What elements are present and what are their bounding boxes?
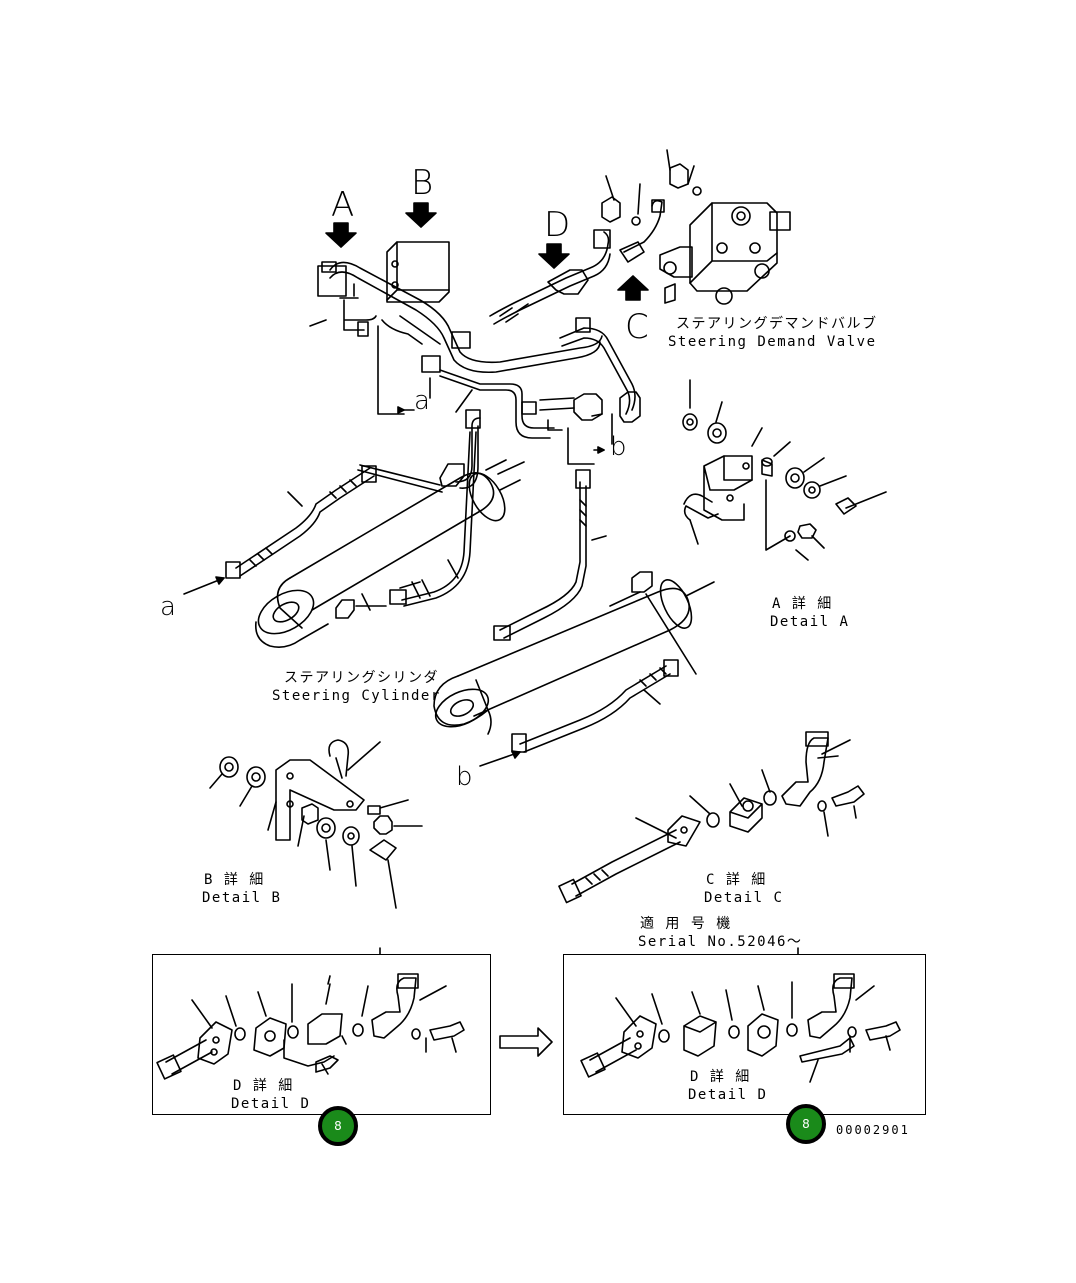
view-arrow-b xyxy=(405,202,437,228)
detail-a-label-en: Detail A xyxy=(770,614,850,630)
view-arrow-c xyxy=(617,275,649,301)
detail-a-label-jp: A 詳 細 xyxy=(772,596,833,612)
pipe-mark-a-top: a xyxy=(414,386,430,416)
detail-b-parts xyxy=(209,739,423,909)
detail-d-right-label-en: Detail D xyxy=(688,1087,768,1103)
detail-c-parts xyxy=(558,731,865,904)
detail-b-label-en: Detail B xyxy=(202,890,282,906)
steering-valve-label-en: Steering Demand Valve xyxy=(668,334,877,350)
serial-label-jp: 適 用 号 機 xyxy=(640,916,732,932)
detail-c-label-jp: C 詳 細 xyxy=(706,872,767,888)
transition-arrow xyxy=(499,1027,553,1057)
view-arrow-a xyxy=(325,222,357,248)
detail-d-left-label-en: Detail D xyxy=(231,1096,311,1112)
steering-cylinder-right xyxy=(433,469,715,767)
detail-d-right-label-jp: D 詳 細 xyxy=(690,1069,751,1085)
pipe-mark-b-bottom: b xyxy=(456,762,473,792)
detail-a-parts xyxy=(682,379,887,561)
steering-piping xyxy=(309,229,645,465)
valve-fittings xyxy=(601,149,702,253)
ref-button-right[interactable]: 8 xyxy=(786,1104,826,1144)
steering-cylinder-label-jp: ステアリングシリンダ xyxy=(284,670,439,686)
detail-d-left-label-jp: D 詳 細 xyxy=(233,1078,294,1094)
steering-demand-valve xyxy=(659,202,791,305)
view-arrow-d xyxy=(538,243,570,269)
serial-label-en: Serial No.52046〜 xyxy=(638,934,803,950)
drawing-number: 00002901 xyxy=(836,1123,910,1137)
detail-d-left-parts xyxy=(156,973,465,1080)
detail-d-right-parts xyxy=(580,973,901,1083)
view-letter-c: C xyxy=(625,307,649,347)
steering-valve-label-jp: ステアリングデマンドバルブ xyxy=(676,316,878,332)
view-letter-d: D xyxy=(544,205,571,245)
detail-c-label-en: Detail C xyxy=(704,890,784,906)
detail-d-left-frame xyxy=(152,954,491,1115)
ref-button-left[interactable]: 8 xyxy=(318,1106,358,1146)
detail-b-label-jp: B 詳 細 xyxy=(204,872,265,888)
view-letter-a: A xyxy=(331,185,355,225)
pipe-mark-b-top: b xyxy=(610,432,627,462)
steering-cylinder-left xyxy=(183,409,525,648)
pipe-mark-a-left: a xyxy=(160,592,176,622)
detail-d-right-frame xyxy=(563,954,926,1115)
steering-cylinder-label-en: Steering Cylinder xyxy=(272,688,441,704)
view-letter-b: B xyxy=(411,163,434,203)
